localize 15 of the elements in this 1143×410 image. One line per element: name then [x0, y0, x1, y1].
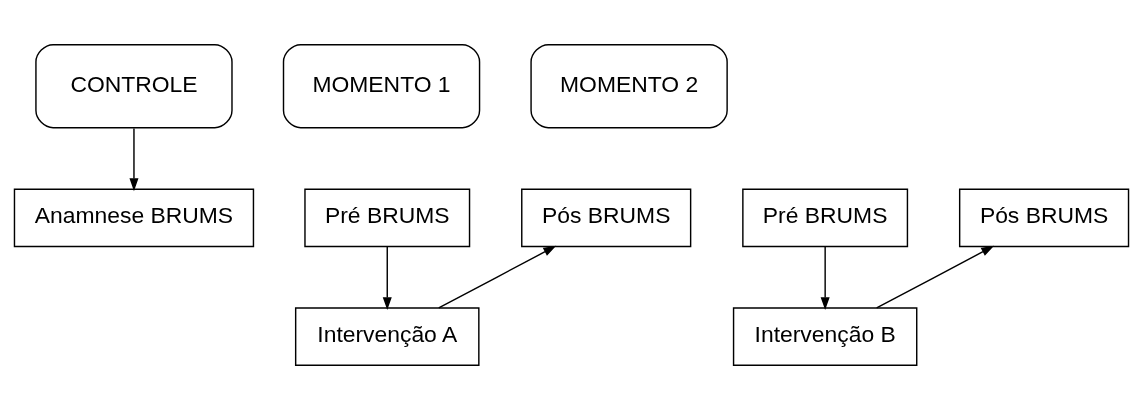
arrow: [129, 127, 139, 192]
arrow: [820, 246, 830, 311]
arrow: [382, 246, 392, 311]
node-box: Intervenção A: [294, 307, 480, 366]
node-box: Pós BRUMS: [521, 188, 692, 248]
node-box: Anamnese BRUMS: [13, 188, 255, 248]
node-box: MOMENTO 2: [530, 44, 728, 129]
arrow: [438, 245, 557, 309]
node-box: Pós BRUMS: [958, 188, 1130, 248]
node-box: Pré BRUMS: [304, 188, 471, 248]
arrow: [875, 245, 995, 309]
node-box: CONTROLE: [35, 44, 233, 129]
node-box: Pré BRUMS: [742, 188, 909, 248]
node-box: MOMENTO 1: [282, 44, 481, 129]
node-box: Intervenção B: [732, 307, 918, 366]
